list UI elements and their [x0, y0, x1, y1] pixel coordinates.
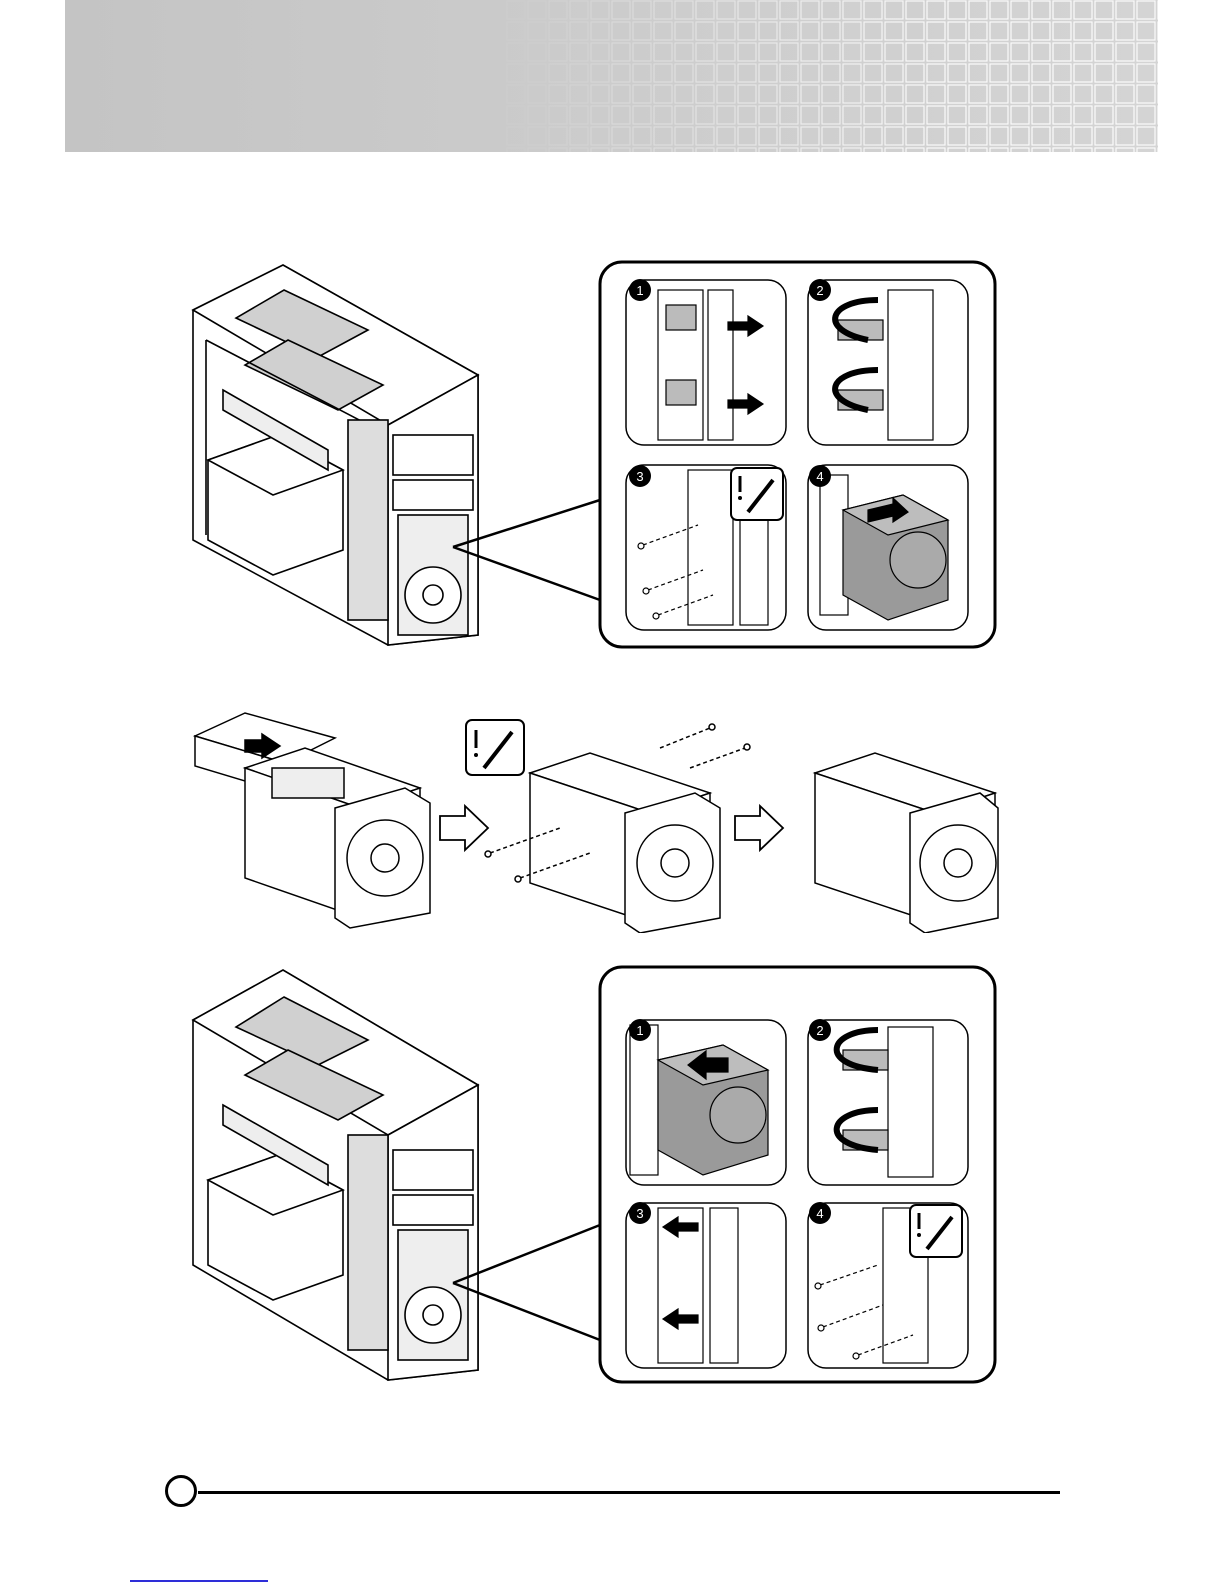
right-arrow-icon [440, 806, 488, 850]
screwdriver-icon [466, 720, 524, 775]
screwdriver-icon [910, 1205, 962, 1257]
cage-with-drive-illustration [195, 713, 430, 928]
bottom-link-underline[interactable] [130, 1580, 268, 1582]
step-label-3: 3 [636, 1206, 643, 1221]
step-label-4: 4 [816, 1206, 823, 1221]
header-banner [65, 0, 1158, 152]
step-3-panel [626, 1203, 786, 1368]
step-label-3: 3 [636, 469, 643, 484]
step-label-4: 4 [816, 469, 823, 484]
step-label-1: 1 [636, 1023, 643, 1038]
assembled-cage-illustration [815, 753, 998, 933]
figure-cage-removal: 1 2 3 4 [188, 260, 998, 655]
figure-cage-reinstall: 1 2 3 4 [188, 965, 998, 1385]
footer-rule [198, 1491, 1060, 1494]
step-label-1: 1 [636, 283, 643, 298]
page-number-circle [165, 1475, 197, 1507]
step-label-2: 2 [816, 283, 823, 298]
chassis-illustration [193, 265, 478, 645]
screwdriver-icon [731, 468, 783, 520]
step-label-2: 2 [816, 1023, 823, 1038]
right-arrow-icon [735, 806, 783, 850]
step-1-panel [626, 280, 786, 445]
figure-drive-install [190, 708, 1000, 933]
chassis-illustration [193, 970, 478, 1380]
